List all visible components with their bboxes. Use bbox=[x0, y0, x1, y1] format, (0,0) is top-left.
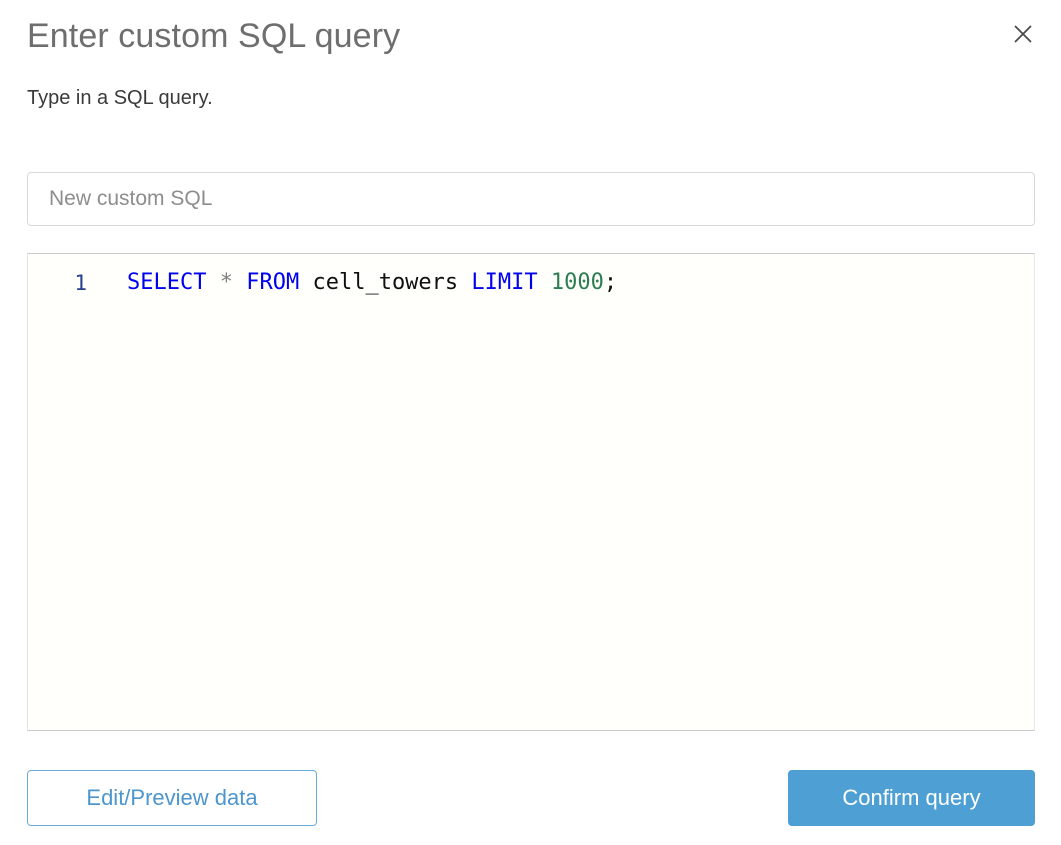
sql-token-number: 1000 bbox=[550, 270, 604, 295]
sql-token-operator: * bbox=[219, 270, 233, 295]
sql-code-line[interactable]: SELECT * FROM cell_towers LIMIT 1000; bbox=[100, 267, 1034, 299]
line-number-gutter: 1 bbox=[74, 271, 87, 295]
editor-line: 1 SELECT * FROM cell_towers LIMIT 1000; bbox=[28, 254, 1034, 299]
sql-token-space bbox=[233, 270, 246, 295]
confirm-query-button[interactable]: Confirm query bbox=[788, 770, 1035, 826]
sql-editor[interactable]: 1 SELECT * FROM cell_towers LIMIT 1000; bbox=[27, 253, 1035, 731]
sql-token-punct: ; bbox=[603, 270, 618, 295]
sql-token-space bbox=[538, 270, 551, 295]
sql-token-keyword: FROM bbox=[246, 270, 300, 295]
sql-token-ident: cell_towers bbox=[312, 270, 459, 295]
sql-token-space bbox=[458, 270, 471, 295]
close-button[interactable] bbox=[1007, 18, 1039, 50]
sql-token-keyword: SELECT bbox=[127, 270, 207, 295]
sql-token-space bbox=[299, 270, 312, 295]
edit-preview-data-button[interactable]: Edit/Preview data bbox=[27, 770, 317, 826]
sql-token-space bbox=[206, 270, 219, 295]
query-name-input[interactable] bbox=[27, 172, 1035, 226]
dialog-description: Type in a SQL query. bbox=[27, 87, 213, 109]
page-title: Enter custom SQL query bbox=[27, 17, 401, 55]
close-icon bbox=[1013, 24, 1033, 44]
sql-token-keyword: LIMIT bbox=[471, 270, 538, 295]
